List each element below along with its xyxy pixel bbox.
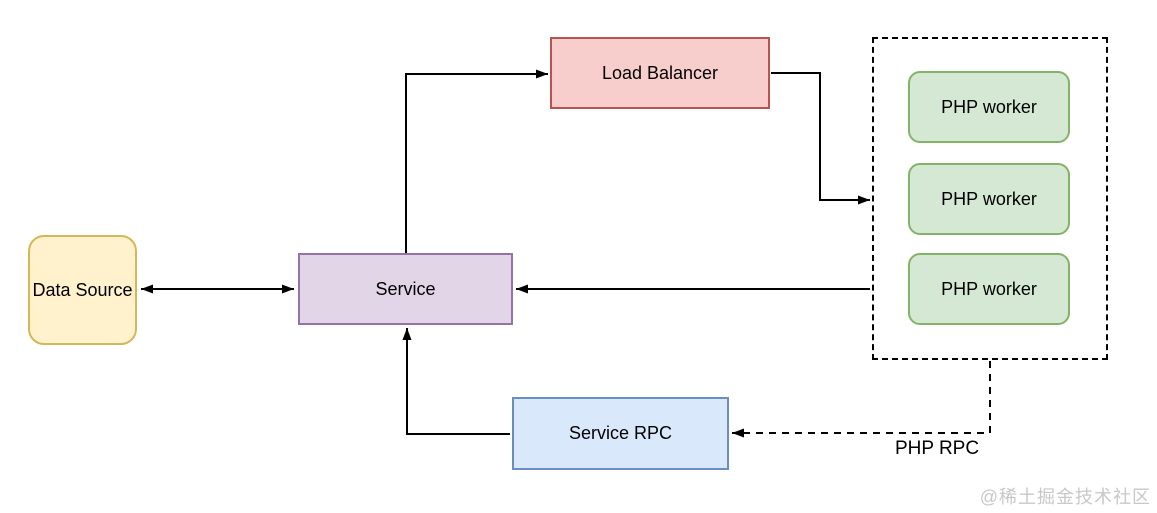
watermark-text: @稀土掘金技术社区	[979, 487, 1151, 507]
node-php-worker-1-label: PHP worker	[941, 96, 1037, 117]
node-data-source-label: Data Source	[32, 279, 133, 300]
node-php-worker-3: PHP worker	[908, 253, 1070, 325]
node-service-label: Service	[375, 278, 436, 299]
edge-label-php-rpc: PHP RPC	[894, 438, 980, 459]
php-worker-group-container: PHP worker PHP worker PHP worker	[872, 37, 1108, 360]
edge-servicerpc-service	[402, 328, 510, 435]
node-load-balancer: Load Balancer	[550, 37, 770, 109]
node-php-worker-2-label: PHP worker	[941, 188, 1037, 209]
node-service-rpc-label: Service RPC	[568, 423, 673, 444]
node-service: Service	[298, 253, 513, 325]
edge-phpworkers-servicerpc-dashed	[732, 361, 991, 438]
node-php-worker-1: PHP worker	[908, 71, 1070, 143]
edge-service-loadbalancer	[405, 69, 548, 253]
node-load-balancer-label: Load Balancer	[601, 62, 719, 83]
node-php-worker-2: PHP worker	[908, 163, 1070, 235]
node-data-source: Data Source	[28, 235, 137, 345]
node-php-worker-3-label: PHP worker	[941, 278, 1037, 299]
edge-loadbalancer-phpworkers	[771, 72, 870, 205]
node-service-rpc: Service RPC	[512, 397, 729, 470]
